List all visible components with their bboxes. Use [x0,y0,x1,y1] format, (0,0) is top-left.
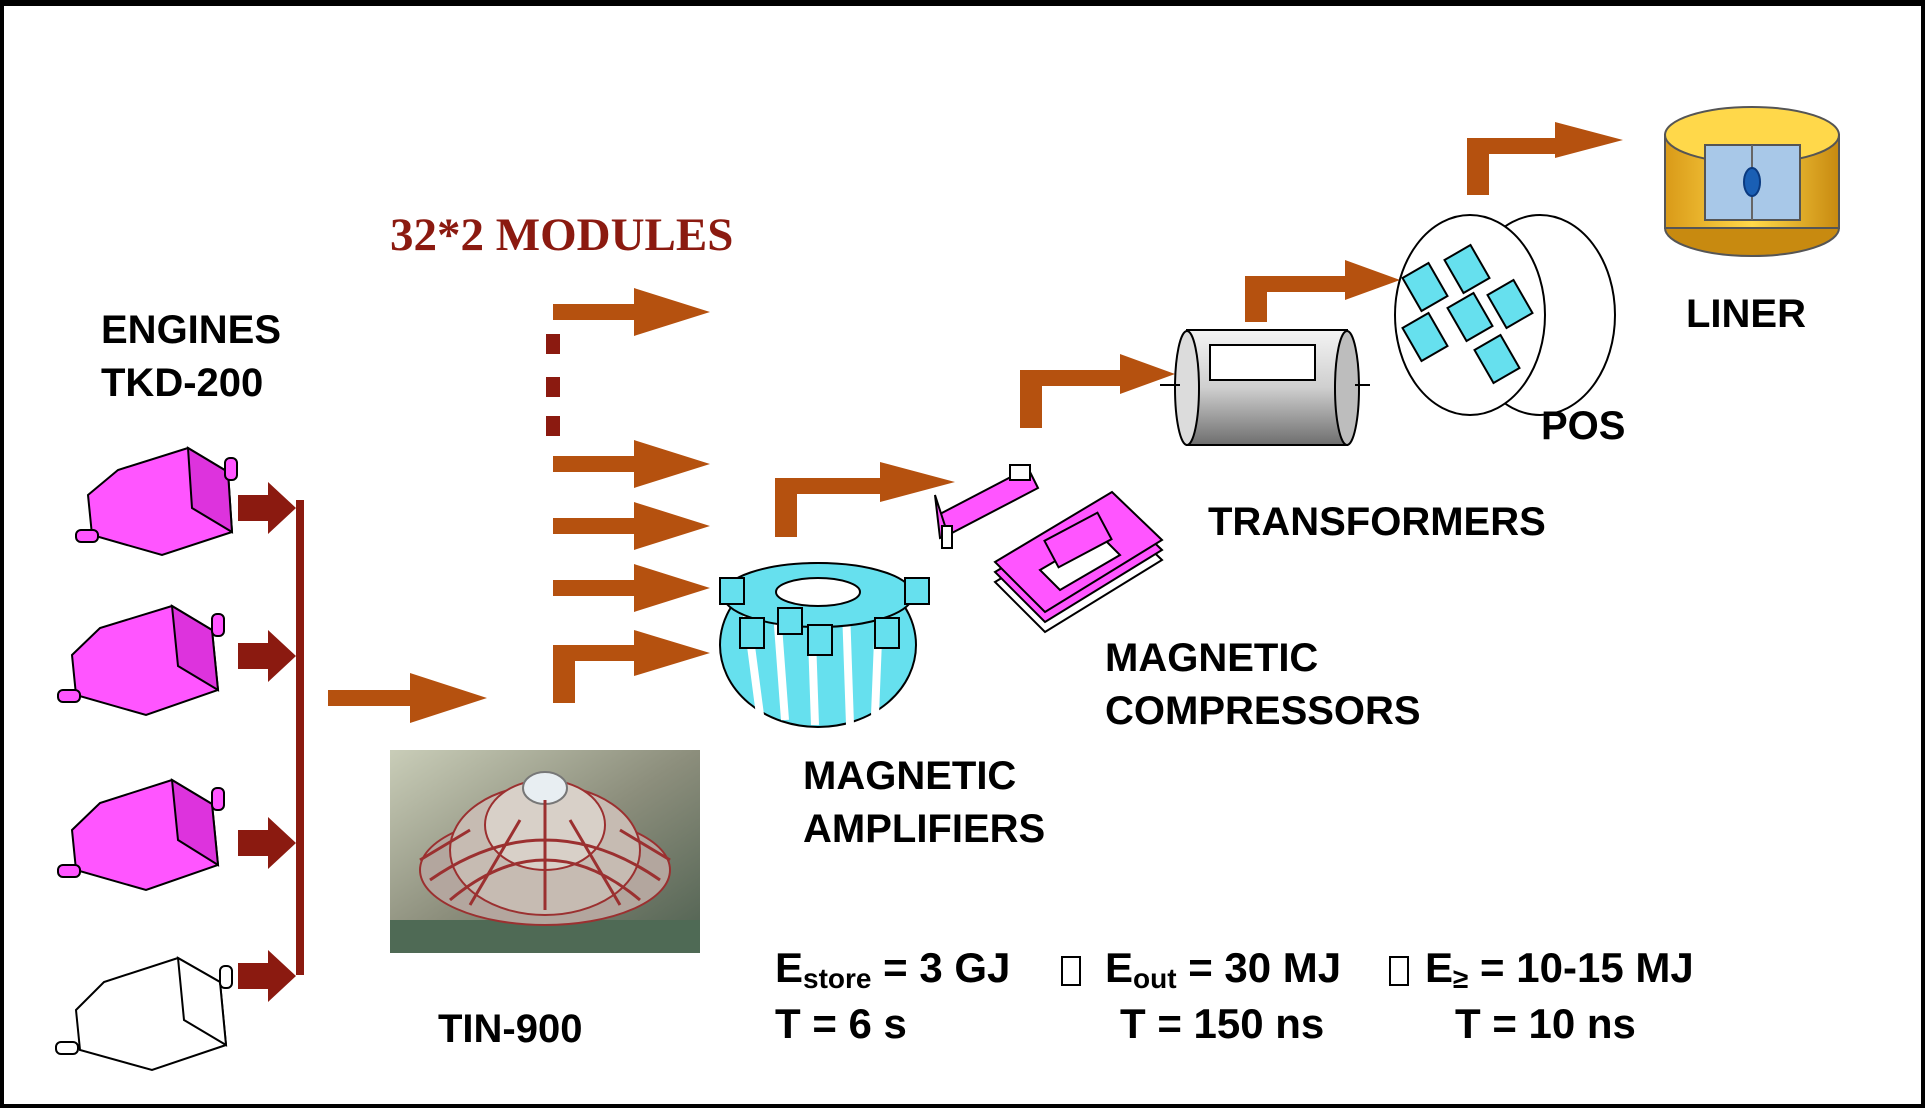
pos-label: POS [1541,400,1625,453]
engines-label: ENGINES TKD-200 [101,304,281,410]
transformer [1160,330,1370,445]
amplifiers-label-line2: AMPLIFIERS [803,803,1045,856]
engine-3 [58,780,224,890]
arrow-to-pos [1245,260,1400,322]
arrow-to-compressors [775,462,955,537]
engines-label-line2: TKD-200 [101,357,281,410]
engine-1 [76,448,237,555]
magnetic-compressor-large [995,492,1162,632]
arrow-to-liner [1467,122,1623,195]
energy-store: Estore = 3 GJ [775,944,1010,995]
energy-store-value: = 3 GJ [871,944,1010,991]
energy-liner-symbol: E [1425,944,1453,991]
amplifiers-label-line1: MAGNETIC [803,750,1045,803]
arrow-to-tin [328,673,487,723]
module-arrows [553,288,710,703]
energy-liner-subscript: ≥ [1453,963,1468,994]
time-out: T = 150 ns [1120,1000,1324,1048]
energy-store-symbol: E [775,944,803,991]
engines-label-line1: ENGINES [101,304,281,357]
arrow-to-transformers [1020,354,1175,428]
energy-liner: E≥ = 10-15 MJ [1425,944,1694,995]
tin-900-photo [390,750,700,953]
pos-device [1395,215,1615,415]
energy-store-subscript: store [803,963,871,994]
module-dots [546,334,560,436]
separator-box-2 [1389,956,1409,986]
magnetic-amplifier [720,563,929,727]
modules-title: 32*2 MODULES [390,208,733,262]
engine-4 [56,958,232,1070]
engine-2 [58,606,224,715]
energy-out-subscript: out [1133,963,1177,994]
energy-out: Eout = 30 MJ [1105,944,1341,995]
compressors-label-line1: MAGNETIC [1105,632,1421,685]
energy-out-symbol: E [1105,944,1133,991]
separator-box-1 [1061,956,1081,986]
magnetic-compressor-small [935,465,1038,548]
tin-label: TIN-900 [438,1003,583,1056]
transformers-label: TRANSFORMERS [1208,496,1546,549]
engine-bus [238,482,304,1002]
compressors-label: MAGNETIC COMPRESSORS [1105,632,1421,738]
compressors-label-line2: COMPRESSORS [1105,685,1421,738]
time-store: T = 6 s [775,1000,907,1048]
time-liner: T = 10 ns [1455,1000,1636,1048]
energy-liner-value: = 10-15 MJ [1468,944,1693,991]
amplifiers-label: MAGNETIC AMPLIFIERS [803,750,1045,856]
energy-out-value: = 30 MJ [1177,944,1342,991]
liner-label: LINER [1686,288,1806,341]
liner-device [1665,107,1839,256]
